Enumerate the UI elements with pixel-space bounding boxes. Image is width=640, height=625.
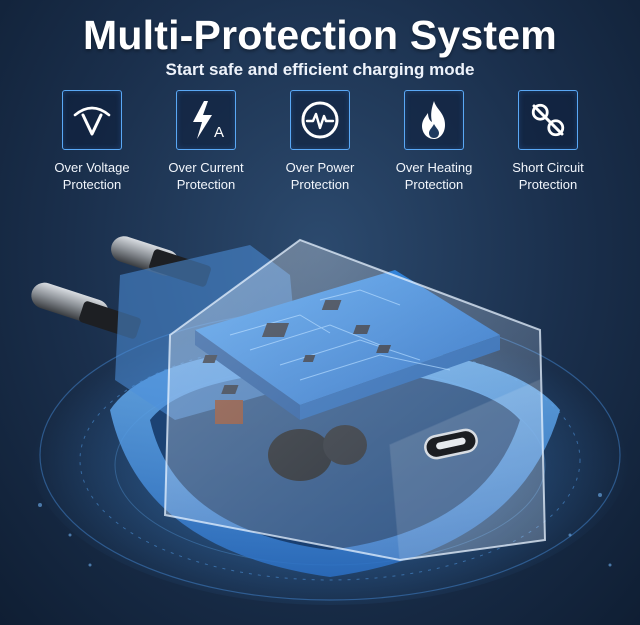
charger-case	[163, 238, 547, 562]
over-heating-icon	[404, 90, 464, 150]
usb-c-port	[424, 428, 478, 460]
charger-illustration	[30, 236, 630, 605]
over-power-icon	[290, 90, 350, 150]
decorative-dots	[38, 493, 612, 567]
current-unit-glyph: A	[214, 124, 224, 141]
over-current-icon: A	[176, 90, 236, 150]
page-title: Multi-Protection System	[83, 12, 557, 58]
short-circuit-icon	[518, 90, 578, 150]
page-subtitle: Start safe and efficient charging mode	[165, 60, 475, 79]
over-voltage-icon	[62, 90, 122, 150]
